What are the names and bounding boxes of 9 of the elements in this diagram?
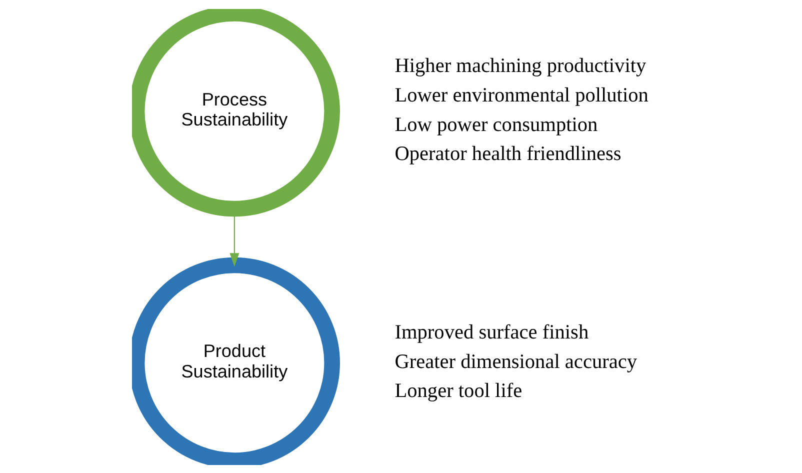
node-circle: Process Sustainability [132,8,340,216]
node-label: Longer tool life [394,380,522,402]
node-label: Greater dimensional accuracy [394,350,637,372]
node-label: Low power consumption [394,113,598,136]
node-circle: Product Sustainability [132,256,340,464]
node-label: Improved surface finish [394,320,588,343]
node-label: Operator health friendliness [394,142,621,165]
node-label: Higher machining productivity [394,54,646,77]
node-label: Lower environmental pollution [394,84,648,106]
